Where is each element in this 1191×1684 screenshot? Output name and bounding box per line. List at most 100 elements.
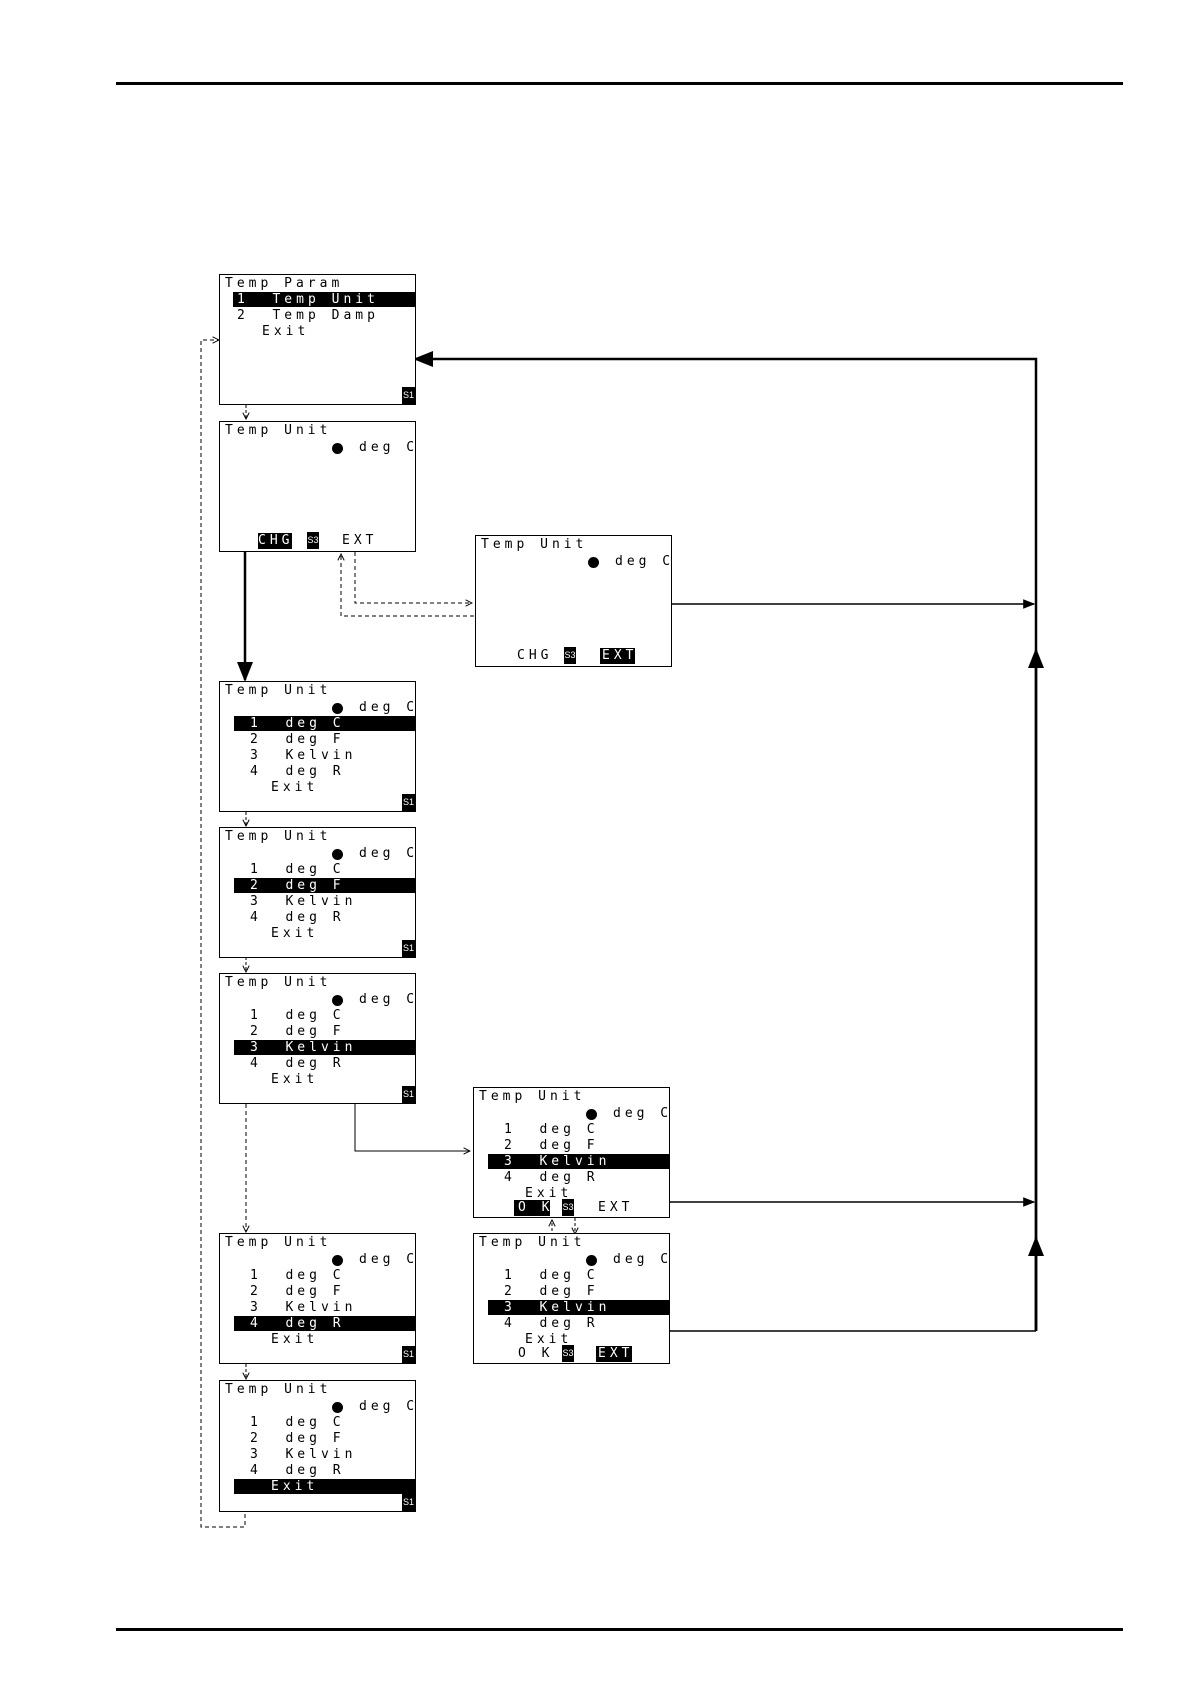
screen-title: Temp Unit <box>225 1382 332 1397</box>
option-degf[interactable]: 2 deg F <box>250 1431 345 1446</box>
option-degr[interactable]: 4 deg R <box>250 1056 345 1071</box>
option-degc[interactable]: 1 deg C <box>250 1008 345 1023</box>
option-degf[interactable]: 2 deg F <box>250 1284 345 1299</box>
kelvin-confirm-arrow <box>354 1104 470 1151</box>
ok-softkey[interactable]: O K <box>518 1200 554 1215</box>
current-unit: deg C <box>613 1252 673 1267</box>
key-badge-s1: S1 <box>402 1086 415 1103</box>
option-kelvin[interactable]: 3 Kelvin <box>250 1040 357 1055</box>
unit-select-degc-screen: Temp Unit deg C 1 deg C 2 deg F 3 Kelvin… <box>219 681 416 812</box>
option-degr[interactable]: 4 deg R <box>504 1170 599 1185</box>
selection-highlight <box>234 1040 415 1055</box>
screen-title: Temp Unit <box>225 423 332 438</box>
key-badge-s3: S3 <box>562 1345 574 1362</box>
unit-dot-icon <box>588 557 599 568</box>
option-degf[interactable]: 2 deg F <box>504 1284 599 1299</box>
ok-key-box <box>514 1200 550 1216</box>
option-kelvin[interactable]: 3 Kelvin <box>250 748 357 763</box>
ext-softkey[interactable]: EXT <box>598 1200 634 1215</box>
menu-item-temp-unit[interactable]: 1 Temp Unit <box>237 292 379 307</box>
confirm-ok-screen: Temp Unit deg C 1 deg C 2 deg F 3 Kelvin… <box>473 1087 670 1218</box>
ok-softkey[interactable]: O K <box>518 1346 554 1361</box>
menu-item-temp-damp[interactable]: 2 Temp Damp <box>237 308 379 323</box>
unit-select-kelvin-screen: Temp Unit deg C 1 deg C 2 deg F 3 Kelvin… <box>219 973 416 1104</box>
ext-softkey[interactable]: EXT <box>342 533 378 548</box>
option-degf[interactable]: 2 deg F <box>250 1024 345 1039</box>
chg-softkey[interactable]: CHG <box>258 533 294 548</box>
option-kelvin[interactable]: 3 Kelvin <box>250 1300 357 1315</box>
key-badge-s1: S1 <box>402 1346 415 1363</box>
current-unit: deg C <box>613 1106 673 1121</box>
option-degc[interactable]: 1 deg C <box>250 1268 345 1283</box>
selection-highlight <box>233 292 415 307</box>
key-badge-s1: S1 <box>402 940 415 957</box>
unit-dot-icon <box>332 1402 343 1413</box>
option-degr[interactable]: 4 deg R <box>250 1316 345 1331</box>
selection-highlight <box>488 1300 669 1315</box>
chg-softkey[interactable]: CHG <box>517 648 553 663</box>
exit-loop-arrow <box>200 340 246 1528</box>
option-exit[interactable]: Exit <box>271 1332 319 1347</box>
unit-dot-icon <box>332 849 343 860</box>
screen-title: Temp Unit <box>225 975 332 990</box>
option-exit[interactable]: Exit <box>525 1332 573 1347</box>
unit-select-degr-screen: Temp Unit deg C 1 deg C 2 deg F 3 Kelvin… <box>219 1233 416 1364</box>
unit-dot-icon <box>332 995 343 1006</box>
screen-title: Temp Unit <box>479 1235 586 1250</box>
option-kelvin[interactable]: 3 Kelvin <box>250 894 357 909</box>
screen-title: Temp Unit <box>225 1235 332 1250</box>
option-kelvin[interactable]: 3 Kelvin <box>504 1154 611 1169</box>
selection-highlight <box>234 1479 415 1494</box>
option-degr[interactable]: 4 deg R <box>504 1316 599 1331</box>
option-degc[interactable]: 1 deg C <box>250 862 345 877</box>
unit-dot-icon <box>332 443 343 454</box>
menu-item-exit[interactable]: Exit <box>262 324 310 339</box>
option-degc[interactable]: 1 deg C <box>504 1122 599 1137</box>
ext-toggle-arrow <box>354 552 472 603</box>
header-rule <box>116 82 1123 85</box>
option-exit[interactable]: Exit <box>271 1072 319 1087</box>
unit-select-degf-screen: Temp Unit deg C 1 deg C 2 deg F 3 Kelvin… <box>219 827 416 958</box>
option-degr[interactable]: 4 deg R <box>250 910 345 925</box>
option-degr[interactable]: 4 deg R <box>250 764 345 779</box>
option-kelvin[interactable]: 3 Kelvin <box>504 1300 611 1315</box>
ext-key-box <box>596 1346 632 1362</box>
key-badge-s1: S1 <box>402 387 415 404</box>
option-degc[interactable]: 1 deg C <box>504 1268 599 1283</box>
option-exit[interactable]: Exit <box>271 780 319 795</box>
current-unit: deg C <box>359 1252 419 1267</box>
ext-key-box <box>600 648 635 664</box>
selection-highlight <box>234 716 415 731</box>
option-degf[interactable]: 2 deg F <box>504 1138 599 1153</box>
option-exit[interactable]: Exit <box>525 1186 573 1201</box>
key-badge-s3: S3 <box>562 1199 574 1216</box>
unit-dot-icon <box>332 703 343 714</box>
screen-title: Temp Param <box>225 276 344 291</box>
ext-back-arrow <box>341 554 474 617</box>
option-degr[interactable]: 4 deg R <box>250 1463 345 1478</box>
key-badge-s1: S1 <box>402 794 415 811</box>
option-degc[interactable]: 1 deg C <box>250 716 345 731</box>
unit-select-exit-screen: Temp Unit deg C 1 deg C 2 deg F 3 Kelvin… <box>219 1380 416 1512</box>
option-degf[interactable]: 2 deg F <box>250 732 345 747</box>
current-unit: deg C <box>359 440 419 455</box>
option-kelvin[interactable]: 3 Kelvin <box>250 1447 357 1462</box>
ext-softkey[interactable]: EXT <box>598 1346 634 1361</box>
key-badge-s3: S3 <box>564 647 576 664</box>
confirm-ext-screen: Temp Unit deg C 1 deg C 2 deg F 3 Kelvin… <box>473 1233 670 1364</box>
screen-title: Temp Unit <box>225 829 332 844</box>
option-exit[interactable]: Exit <box>271 926 319 941</box>
option-degc[interactable]: 1 deg C <box>250 1415 345 1430</box>
selection-highlight <box>488 1154 669 1169</box>
unit-dot-icon <box>332 1255 343 1266</box>
option-exit[interactable]: Exit <box>271 1479 319 1494</box>
screen-title: Temp Unit <box>479 1089 586 1104</box>
key-badge-s3: S3 <box>307 532 319 549</box>
ext-softkey[interactable]: EXT <box>602 648 638 663</box>
selection-highlight <box>234 1316 415 1331</box>
temp-param-screen: Temp Param 1 Temp Unit 2 Temp Damp Exit … <box>219 274 416 405</box>
selection-highlight <box>234 878 415 893</box>
option-degf[interactable]: 2 deg F <box>250 878 345 893</box>
temp-unit-ext-screen: Temp Unit deg C CHG S3 EXT <box>475 535 672 667</box>
